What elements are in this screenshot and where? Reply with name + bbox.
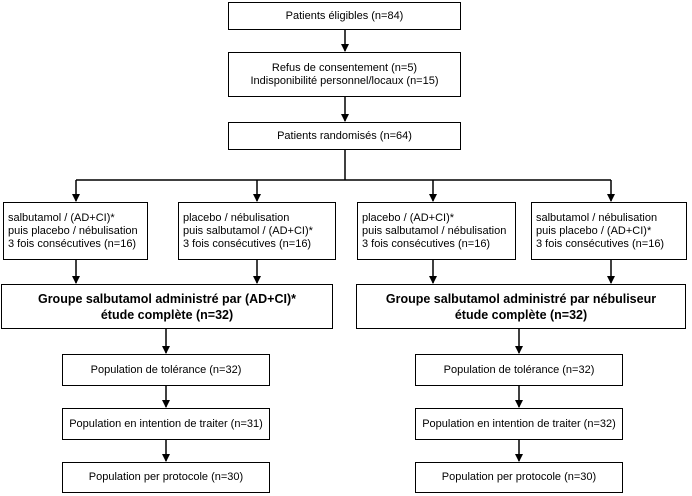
arm-1-line-3: 3 fois consécutives (n=16) <box>8 237 137 250</box>
group-right-line-2: étude complète (n=32) <box>454 307 588 322</box>
randomized-box: Patients randomisés (n=64) <box>228 122 461 150</box>
arm-4-box: salbutamol / nébulisation puis placebo /… <box>531 202 687 260</box>
group-left-box: Groupe salbutamol administré par (AD+CI)… <box>1 284 333 329</box>
left-pp-label: Population per protocole (n=30) <box>88 471 244 483</box>
right-itt-label: Population en intention de traiter (n=32… <box>422 417 616 430</box>
arm-2-line-2: puis salbutamol / (AD+CI)* <box>183 224 313 237</box>
left-itt-box: Population en intention de traiter (n=31… <box>62 408 270 440</box>
arm-4-line-1: salbutamol / nébulisation <box>536 211 658 224</box>
right-pp-label: Population per protocole (n=30) <box>441 471 597 483</box>
right-pp-box: Population per protocole (n=30) <box>415 462 623 493</box>
arm-3-box: placebo / (AD+CI)* puis salbutamol / néb… <box>357 202 516 260</box>
eligible-box: Patients éligibles (n=84) <box>228 2 461 30</box>
arm-3-line-2: puis salbutamol / nébulisation <box>362 224 507 237</box>
arm-1-box: salbutamol / (AD+CI)* puis placebo / néb… <box>3 202 148 260</box>
arm-2-box: placebo / nébulisation puis salbutamol /… <box>178 202 336 260</box>
left-tolerance-label: Population de tolérance (n=32) <box>90 363 242 376</box>
group-right-box: Groupe salbutamol administré par nébulis… <box>356 284 686 329</box>
refusal-line-1: Refus de consentement (n=5) <box>271 61 418 74</box>
right-tolerance-box: Population de tolérance (n=32) <box>415 354 623 386</box>
arm-3-line-1: placebo / (AD+CI)* <box>362 211 455 224</box>
randomized-label: Patients randomisés (n=64) <box>277 129 412 142</box>
arm-2-line-3: 3 fois consécutives (n=16) <box>183 237 312 250</box>
refusal-line-2: Indisponibilité personnel/locaux (n=15) <box>250 74 439 87</box>
group-left-line-1: Groupe salbutamol administré par (AD+CI)… <box>37 291 297 306</box>
arm-4-line-2: puis placebo / (AD+CI)* <box>536 224 652 237</box>
arm-1-line-2: puis placebo / nébulisation <box>8 224 138 237</box>
group-left-line-2: étude complète (n=32) <box>100 307 234 322</box>
right-itt-box: Population en intention de traiter (n=32… <box>415 408 623 440</box>
right-tolerance-label: Population de tolérance (n=32) <box>443 363 595 376</box>
left-pp-box: Population per protocole (n=30) <box>62 462 270 493</box>
eligible-label: Patients éligibles (n=84) <box>285 9 404 22</box>
left-itt-label: Population en intention de traiter (n=31… <box>69 417 263 430</box>
arm-1-line-1: salbutamol / (AD+CI)* <box>8 211 115 224</box>
group-right-line-1: Groupe salbutamol administré par nébulis… <box>385 291 657 306</box>
arm-2-line-1: placebo / nébulisation <box>183 211 290 224</box>
arm-4-line-3: 3 fois consécutives (n=16) <box>536 237 665 250</box>
refusal-box: Refus de consentement (n=5) Indisponibil… <box>228 52 461 97</box>
left-tolerance-box: Population de tolérance (n=32) <box>62 354 270 386</box>
arm-3-line-3: 3 fois consécutives (n=16) <box>362 237 491 250</box>
